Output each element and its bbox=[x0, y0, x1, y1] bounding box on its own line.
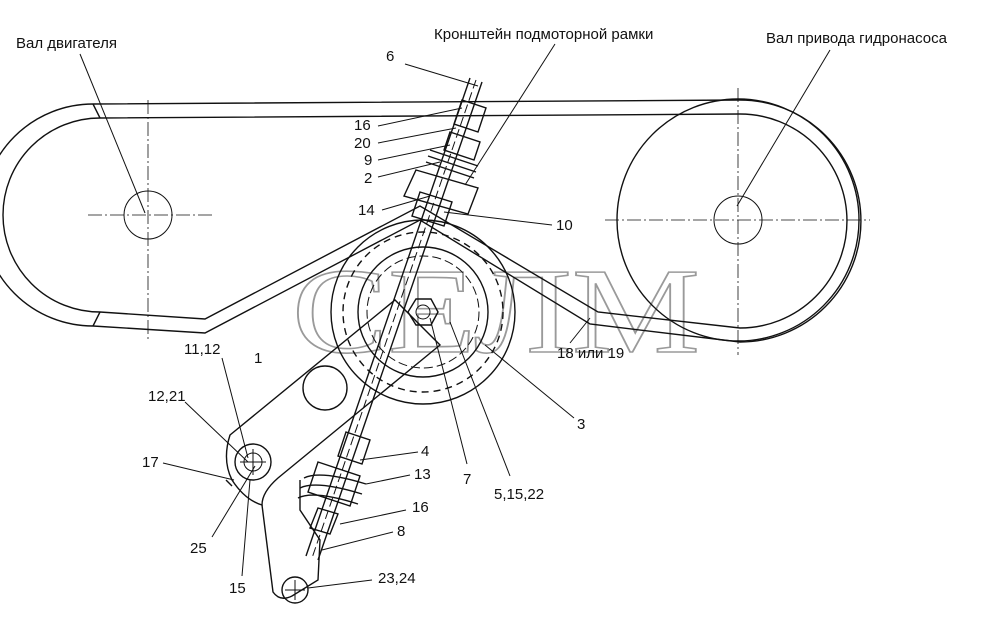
callout-25: 25 bbox=[190, 540, 207, 557]
pump-drive-shaft-title: Вал привода гидронасоса bbox=[766, 30, 948, 47]
callout-7: 7 bbox=[463, 471, 471, 488]
callout-5-15-22: 5,15,22 bbox=[494, 486, 544, 503]
tensioner-lever bbox=[225, 299, 442, 604]
callout-16-bottom: 16 bbox=[412, 499, 429, 516]
watermark: СЕЛМ bbox=[292, 244, 700, 379]
lever-hole bbox=[302, 365, 348, 411]
callout-20: 20 bbox=[354, 135, 371, 152]
engine-shaft-title: Вал двигателя bbox=[16, 35, 117, 52]
axle-nut bbox=[407, 298, 439, 326]
drive-belt bbox=[0, 99, 862, 343]
callout-14: 14 bbox=[358, 202, 375, 219]
callout-2: 2 bbox=[364, 170, 372, 187]
callout-13: 13 bbox=[414, 466, 431, 483]
top-nut bbox=[453, 99, 487, 133]
callout-12-21: 12,21 bbox=[148, 388, 186, 405]
washer-group-top bbox=[443, 131, 481, 161]
spring-cup bbox=[307, 461, 361, 507]
pump-drive-pulley bbox=[605, 88, 870, 355]
callout-11-12: 11,12 bbox=[184, 341, 220, 358]
engine-shaft-pulley bbox=[88, 100, 212, 340]
tension-screw-assembly bbox=[297, 77, 487, 561]
callout-16-top: 16 bbox=[354, 117, 371, 134]
callout-23-24: 23,24 bbox=[378, 570, 416, 587]
lock-nut bbox=[309, 507, 339, 535]
leader-lines bbox=[79, 43, 831, 589]
bottom-pin bbox=[281, 576, 309, 604]
bracket-lug bbox=[403, 169, 479, 215]
callout-15: 15 bbox=[229, 580, 246, 597]
pivot-boss bbox=[234, 443, 272, 481]
callout-3: 3 bbox=[577, 416, 585, 433]
callout-4: 4 bbox=[421, 443, 429, 460]
callout-9: 9 bbox=[364, 152, 372, 169]
callout-1: 1 bbox=[254, 350, 262, 367]
callout-8: 8 bbox=[397, 523, 405, 540]
callout-10: 10 bbox=[556, 217, 573, 234]
motor-frame-bracket-title: Кронштейн подмоторной рамки bbox=[434, 26, 653, 43]
callout-18-or-19: 18 или 19 bbox=[557, 345, 624, 362]
lower-nut bbox=[337, 431, 371, 465]
callout-6: 6 bbox=[386, 48, 394, 65]
callout-17: 17 bbox=[142, 454, 159, 471]
